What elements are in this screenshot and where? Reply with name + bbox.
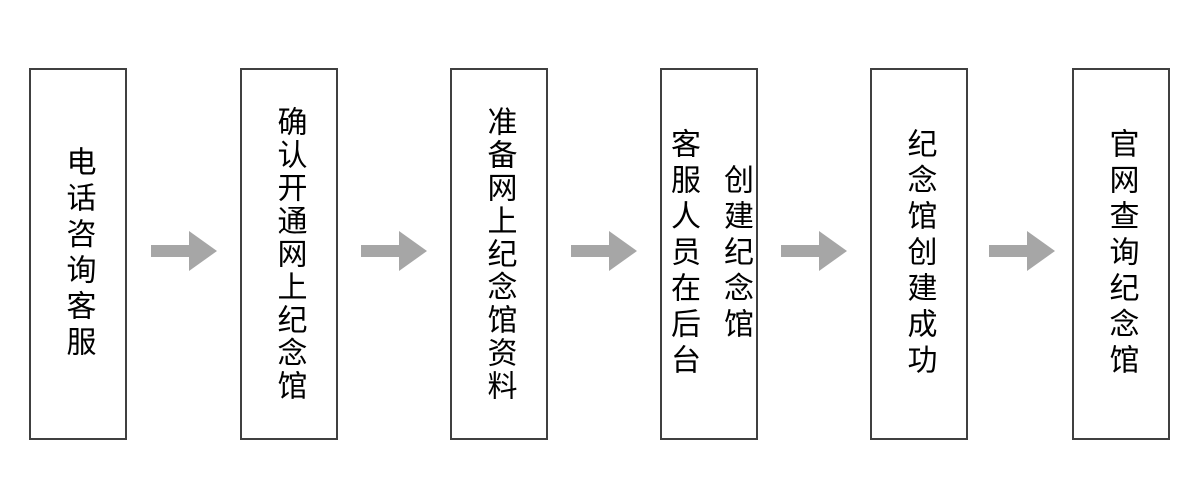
arrow-right-icon [151,231,217,271]
flow-step-5-label: 纪念馆创建成功 [901,128,937,380]
flow-step-6-label: 官网查询纪念馆 [1103,128,1139,380]
arrow-right-icon [781,231,847,271]
flow-step-3-box: 准备网上纪念馆资料 [450,68,548,440]
flow-step-4-box: 客服人员在后台 创建纪念馆 [660,68,758,440]
flow-step-2-label: 确认开通网上纪念馆 [271,105,307,403]
flow-step-6-box: 官网查询纪念馆 [1072,68,1170,440]
arrow-right-shape [781,231,847,271]
arrow-right-shape [361,231,427,271]
flow-step-4-label-column-2: 创建纪念馆 [718,164,753,344]
arrow-right-shape [989,231,1055,271]
arrow-right-shape [571,231,637,271]
arrow-right-shape [151,231,217,271]
flow-step-2-box: 确认开通网上纪念馆 [240,68,338,440]
flow-step-3-label: 准备网上纪念馆资料 [481,105,517,403]
arrow-right-icon [571,231,637,271]
flow-step-1-label: 电话咨询客服 [60,146,96,362]
flow-step-5-box: 纪念馆创建成功 [870,68,968,440]
flow-step-4-label-column-1: 客服人员在后台 [665,128,700,380]
arrow-right-icon [361,231,427,271]
flow-step-1-box: 电话咨询客服 [29,68,127,440]
arrow-right-icon [989,231,1055,271]
